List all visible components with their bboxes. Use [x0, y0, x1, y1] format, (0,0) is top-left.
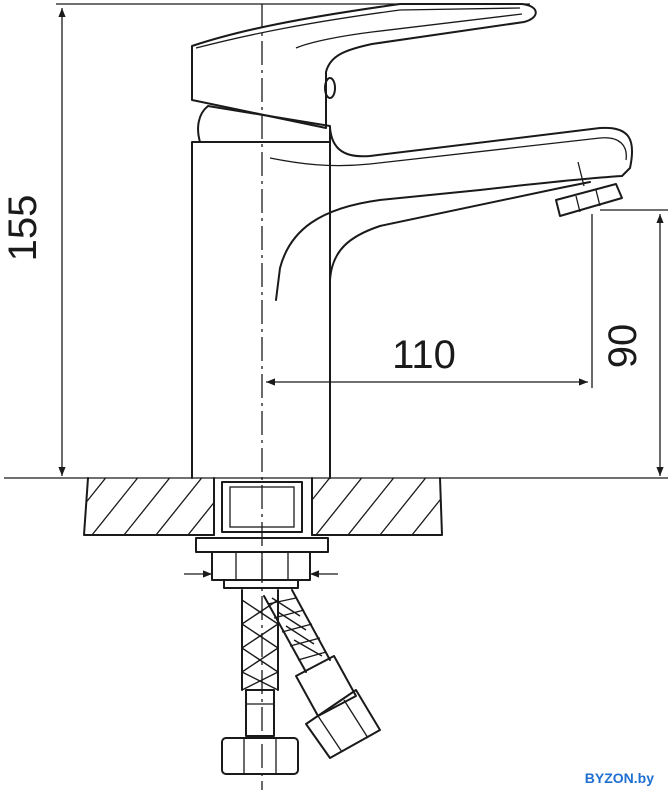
spout-height-dimension: 90	[600, 209, 668, 476]
height-dimension: 155	[1, 3, 530, 476]
hose-straight-nut	[221, 737, 299, 775]
hose-angled	[263, 589, 381, 759]
handle-outline	[191, 3, 537, 129]
spout-height-value: 90	[601, 324, 645, 369]
spout-lower-outline	[329, 181, 591, 301]
hose-angled-nut	[305, 689, 381, 759]
height-value: 155	[1, 195, 45, 262]
lever-handle	[191, 3, 537, 129]
slab-outline	[83, 477, 443, 536]
countertop-section	[4, 477, 668, 536]
handle-top-edge	[195, 7, 521, 49]
body-cap	[197, 105, 331, 143]
handle-inner-edge	[295, 13, 523, 49]
watermark-logo: BYZON.by	[584, 770, 654, 786]
aerator-detail	[575, 189, 601, 213]
slab-hatching	[84, 478, 442, 535]
spout-reach-dimension: 110	[266, 214, 593, 388]
reach-value: 110	[392, 333, 456, 377]
handle-screw	[324, 77, 336, 99]
spout	[269, 126, 634, 301]
fixing-nut	[211, 551, 311, 581]
spout-ridge	[577, 161, 585, 187]
spout-upper-outline	[275, 126, 634, 301]
hose-angled-ferrule	[295, 655, 357, 717]
spout-highlight	[269, 137, 627, 167]
hose-straight-outline	[241, 589, 279, 691]
hose-straight	[221, 589, 299, 775]
faucet-body	[191, 105, 331, 479]
mounting-hole	[213, 477, 313, 536]
aerator	[555, 183, 623, 217]
body-outline	[191, 141, 331, 479]
flexible-hoses	[221, 589, 381, 775]
nut-base	[223, 579, 299, 589]
hose-straight-ferrule	[245, 689, 275, 737]
